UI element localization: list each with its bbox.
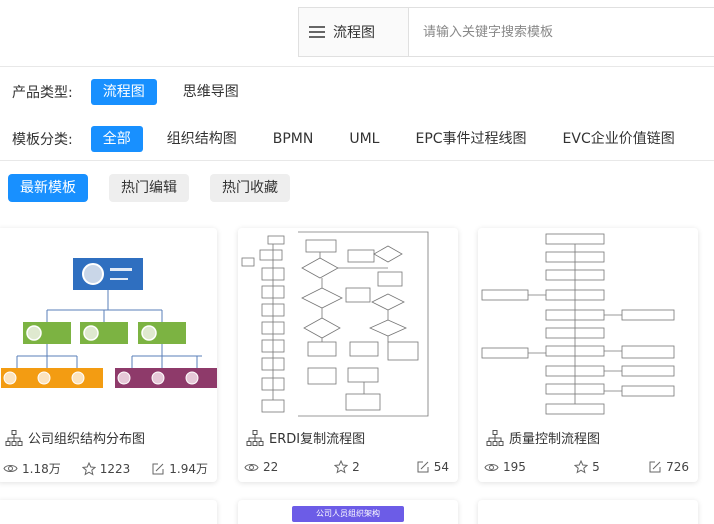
edit-count: 54: [433, 460, 449, 474]
edit-icon: [152, 463, 164, 474]
org-chart-icon: [486, 429, 504, 446]
card-stats: 1.18万 1223 1.94万: [3, 460, 208, 477]
eye-icon: [484, 463, 499, 471]
category-chip-bpmn[interactable]: BPMN: [272, 131, 314, 147]
card-title-row: 质量控制流程图: [486, 428, 600, 447]
template-category-row: 模板分类: 全部 组织结构图 BPMN UML EPC事件过程线图 EVC企业价…: [12, 126, 699, 152]
card-title: 公司组织结构分布图: [28, 432, 146, 447]
template-thumbnail: [0, 228, 217, 422]
search-type-label: 流程图: [333, 25, 375, 41]
search-input[interactable]: [409, 8, 714, 56]
template-category-label: 模板分类:: [12, 132, 73, 148]
filter-panel: 产品类型: 流程图 思维导图 模板分类: 全部 组织结构图 BPMN UML E…: [0, 66, 714, 161]
category-chip-org-chart[interactable]: 组织结构图: [166, 131, 237, 147]
category-chip-evc[interactable]: EVC企业价值链图: [562, 131, 675, 147]
template-card[interactable]: ERDI复制流程图 22 2 54: [238, 228, 458, 482]
card-title: ERDI复制流程图: [269, 432, 366, 447]
template-thumbnail: [238, 228, 458, 422]
org-chart-icon: [5, 429, 23, 446]
product-type-label: 产品类型:: [12, 85, 73, 101]
category-chip-epc[interactable]: EPC事件过程线图: [415, 131, 527, 147]
product-chip-mindmap[interactable]: 思维导图: [182, 84, 239, 100]
card-title: 质量控制流程图: [509, 432, 601, 447]
category-chip-uml[interactable]: UML: [349, 131, 380, 147]
edit-count: 726: [666, 460, 689, 474]
view-count: 1.18万: [22, 462, 61, 476]
tab-hot-edit[interactable]: 热门编辑: [109, 174, 189, 202]
tab-hot-favorite[interactable]: 热门收藏: [210, 174, 290, 202]
org-chart-icon: [246, 429, 264, 446]
star-count: 1223: [99, 461, 131, 476]
category-chip-all[interactable]: 全部: [90, 126, 143, 152]
card-title-row: ERDI复制流程图: [246, 428, 365, 447]
tab-latest[interactable]: 最新模板: [8, 174, 88, 202]
star-count: 2: [352, 460, 360, 474]
template-card[interactable]: 公司组织结构分布图 1.18万 1223 1.94万: [0, 228, 217, 482]
sort-tabs: 最新模板 热门编辑 热门收藏: [8, 174, 311, 202]
star-icon: [574, 460, 589, 474]
template-card[interactable]: 质量控制流程图 195 5 726: [478, 228, 698, 482]
card-stats: 195 5 726: [484, 460, 689, 474]
template-card-partial[interactable]: [478, 500, 698, 524]
template-card-partial[interactable]: 公司人员组织架构: [238, 500, 458, 524]
product-type-row: 产品类型: 流程图 思维导图: [12, 79, 265, 105]
view-count: 195: [503, 460, 526, 474]
template-card-partial[interactable]: [0, 500, 217, 524]
eye-icon: [244, 463, 259, 471]
menu-icon: [309, 26, 325, 38]
search-type-dropdown[interactable]: 流程图: [299, 8, 409, 56]
star-count: 5: [592, 460, 600, 474]
product-chip-flowchart[interactable]: 流程图: [90, 79, 157, 105]
partial-card-banner: 公司人员组织架构: [292, 506, 404, 522]
edit-icon: [649, 461, 661, 473]
template-thumbnail: [478, 228, 698, 422]
card-title-row: 公司组织结构分布图: [5, 428, 145, 447]
search-bar: 流程图: [298, 7, 714, 57]
star-icon: [81, 461, 96, 476]
edit-icon: [417, 461, 429, 473]
edit-count: 1.94万: [169, 462, 208, 476]
star-icon: [334, 460, 349, 474]
card-stats: 22 2 54: [244, 460, 449, 474]
view-count: 22: [263, 460, 279, 474]
eye-icon: [3, 465, 18, 472]
